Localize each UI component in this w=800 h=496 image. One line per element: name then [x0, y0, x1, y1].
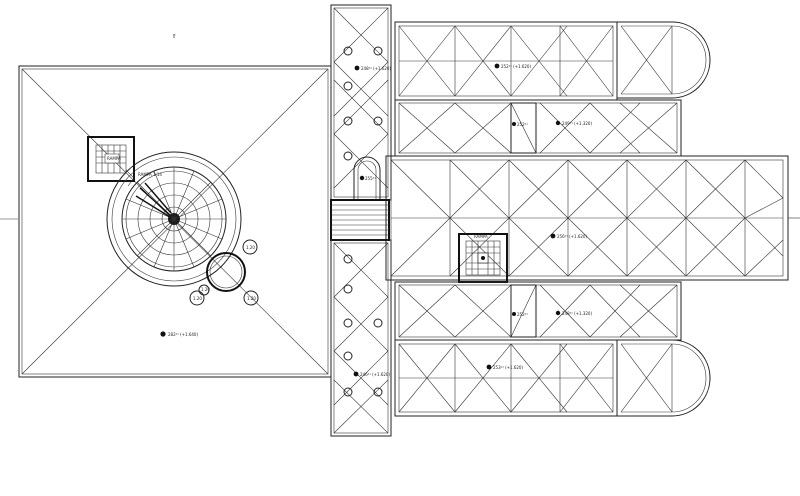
area-bullet-icon — [353, 371, 359, 377]
spiral-ramp — [106, 151, 242, 287]
area-label-lower-mid-a: 252²¹ — [517, 312, 528, 317]
area-bullet-icon — [555, 310, 561, 316]
stair-label: RAMPA — [107, 156, 121, 161]
small-skylight: 1.20 — [189, 290, 205, 306]
north-marker-icon: ⇑ — [172, 33, 177, 40]
area-bullet-icon — [359, 175, 365, 181]
left-stair-tower — [87, 136, 135, 182]
area-bullet-icon — [550, 233, 556, 239]
svg-text:1.20: 1.20 — [201, 287, 210, 292]
arched-vestibule — [353, 156, 381, 200]
bottom-vertical-shaft — [330, 239, 392, 437]
top-wing-end — [617, 21, 711, 99]
area-label-top-wing: 252²¹ (+1.620) — [501, 64, 531, 69]
area-bullet-icon — [494, 63, 500, 69]
area-bullet-icon — [512, 122, 516, 126]
svg-text:1.20: 1.20 — [246, 245, 255, 250]
area-label-top-shaft: 248²¹ (+1.620) — [361, 66, 391, 71]
round-lightwell-inner — [209, 255, 243, 289]
area-label-upper-mid-a: 252²¹ — [517, 122, 528, 127]
round-lightwell — [206, 252, 246, 292]
bottom-wing-end — [617, 339, 711, 417]
top-wing-roof — [394, 21, 618, 101]
area-bullet-icon — [512, 312, 516, 316]
area-label-bottom-wing: 253²¹ (+1.620) — [493, 365, 523, 370]
area-bullet-icon — [354, 65, 360, 71]
area-label-left-roof: 282²¹ (+1.640) — [168, 332, 198, 337]
main-hall-roof — [385, 155, 789, 281]
area-bullet-icon — [555, 120, 561, 126]
svg-text:1.20: 1.20 — [247, 296, 256, 301]
lower-middle-block — [394, 281, 682, 341]
area-label-vestibule: 255²¹ — [365, 176, 376, 181]
small-skylight: 1.20 — [198, 284, 210, 296]
svg-text:1.20: 1.20 — [193, 296, 202, 301]
bottom-wing-roof — [394, 339, 618, 417]
stair-connector — [125, 169, 135, 187]
ramp-note: RAMPA 1:14 — [138, 172, 162, 177]
area-label-lower-mid-b: 248²¹ (+1.320) — [562, 311, 592, 316]
small-skylight: 1.20 — [243, 290, 259, 306]
area-bullet-icon — [486, 364, 492, 370]
stair-label-2: RAMPA — [474, 234, 488, 239]
connecting-stair — [330, 199, 390, 241]
small-skylight: 1.20 — [242, 239, 258, 255]
area-bullet-icon — [160, 331, 166, 337]
area-label-main-hall: 256²¹ (+1.620) — [557, 234, 587, 239]
hall-stair-tower — [458, 233, 508, 283]
area-label-upper-mid-b: 249²¹ (+1.320) — [562, 121, 592, 126]
top-vertical-shaft — [330, 4, 392, 201]
area-label-bottom-shaft: 246²¹ (+1.620) — [360, 372, 390, 377]
upper-middle-block — [394, 99, 682, 157]
